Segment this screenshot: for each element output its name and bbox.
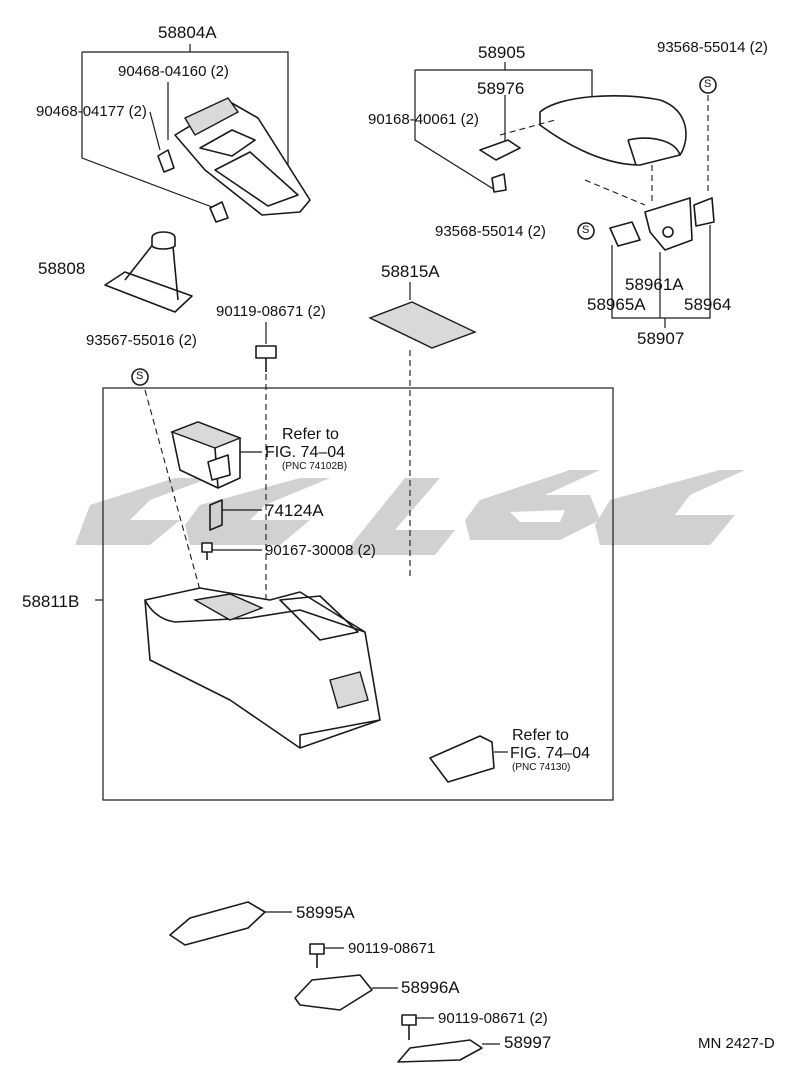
label-90119-08671-2b: 90119-08671 (2) xyxy=(438,1010,548,1027)
label-58965A: 58965A xyxy=(587,295,646,314)
label-58961A: 58961A xyxy=(625,275,684,294)
label-74124A: 74124A xyxy=(265,501,324,520)
label-58811B: 58811B xyxy=(22,592,80,611)
switch-housing xyxy=(170,421,262,489)
part-58907-hinge xyxy=(577,165,715,328)
label-58907: 58907 xyxy=(637,329,685,348)
label-93567-55016: 93567-55016 (2) xyxy=(86,332,197,349)
label-58996A: 58996A xyxy=(401,978,460,997)
label-90167-30008: 90167-30008 (2) xyxy=(265,542,376,559)
label-90119-08671-2: 90119-08671 (2) xyxy=(216,303,326,320)
label-93568-mid: 93568-55014 (2) xyxy=(435,223,546,240)
label-90468-04177: 90468-04177 (2) xyxy=(36,103,147,120)
part-90119-2b xyxy=(401,1014,434,1040)
s-symbol-top: S xyxy=(704,78,712,90)
part-58815A-mat xyxy=(368,282,477,580)
label-93568-top: 93568-55014 (2) xyxy=(657,39,768,56)
side-pocket xyxy=(429,735,508,783)
label-refer1-pnc: (PNC 74102B) xyxy=(282,461,348,472)
part-90119-single xyxy=(309,943,344,968)
part-90119-bolt xyxy=(255,322,277,600)
part-58996A xyxy=(294,974,398,1011)
s-symbol-left: S xyxy=(136,370,144,382)
label-refer1-line2: FIG. 74–04 xyxy=(265,444,346,461)
label-90119-08671-single: 90119-08671 xyxy=(348,940,436,957)
label-58997: 58997 xyxy=(504,1033,552,1052)
footer-code: MN 2427-D xyxy=(698,1035,775,1052)
part-58808-boot xyxy=(104,231,193,313)
label-refer2-line2: FIG. 74–04 xyxy=(510,745,591,762)
label-90168-40061: 90168-40061 (2) xyxy=(368,111,479,128)
label-58808: 58808 xyxy=(38,259,86,278)
part-58804A-bezel xyxy=(81,44,311,223)
part-58995A xyxy=(169,901,292,946)
part-93568-top xyxy=(699,76,717,195)
part-90167-screw xyxy=(201,542,262,560)
label-58804A: 58804A xyxy=(158,23,217,42)
s-symbol-mid: S xyxy=(582,224,590,236)
part-58811B-console xyxy=(144,587,381,749)
label-58905: 58905 xyxy=(478,43,526,62)
console-frame xyxy=(102,387,614,801)
label-refer1-line1: Refer to xyxy=(282,426,339,443)
label-58815A: 58815A xyxy=(381,262,440,281)
label-90468-04160: 90468-04160 (2) xyxy=(118,63,229,80)
label-58964: 58964 xyxy=(684,295,732,314)
label-refer2-pnc: (PNC 74130) xyxy=(512,762,571,773)
watermark-logo xyxy=(75,470,745,555)
part-93567-left xyxy=(131,368,201,591)
part-58997 xyxy=(397,1039,500,1063)
label-58995A: 58995A xyxy=(296,903,355,922)
part-58905-armrest xyxy=(414,62,687,193)
part-74124A-bracket xyxy=(209,499,262,531)
label-58976: 58976 xyxy=(477,79,525,98)
label-refer2-line1: Refer to xyxy=(512,727,569,744)
